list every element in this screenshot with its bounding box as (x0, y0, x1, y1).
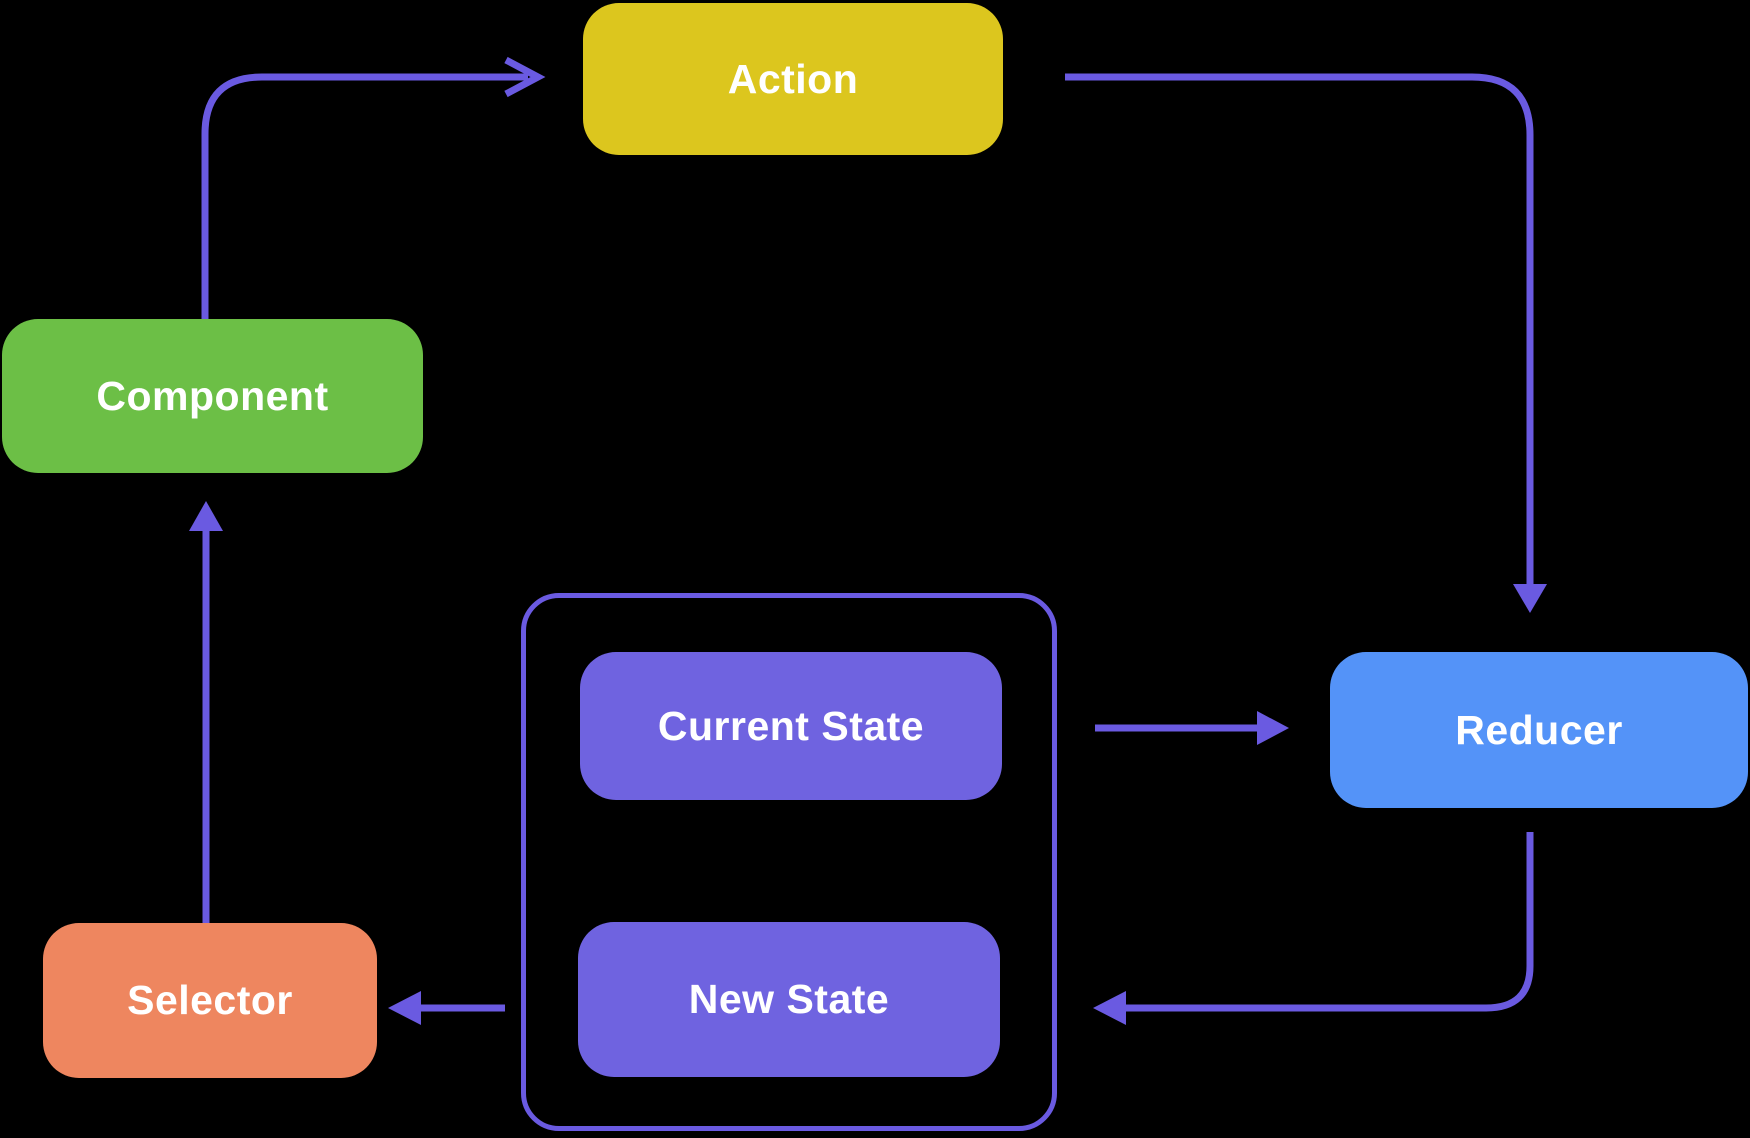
node-action-label: Action (727, 55, 859, 102)
arrow-new-state-to-selector (388, 991, 505, 1025)
store-container (521, 593, 1057, 1131)
arrow-reducer-to-new-state (1093, 832, 1534, 1025)
arrow-selector-to-component (189, 501, 223, 923)
arrow-current-state-to-reducer (1095, 711, 1289, 745)
arrow-component-to-action (201, 56, 546, 319)
node-reducer: Reducer (1330, 652, 1748, 808)
node-action: Action (583, 3, 1003, 155)
node-new-state: New State (578, 922, 1000, 1077)
node-selector-label: Selector (127, 977, 293, 1023)
node-component: Component (2, 319, 423, 473)
node-component-label: Component (96, 372, 329, 419)
node-selector: Selector (43, 923, 377, 1078)
node-reducer-label: Reducer (1455, 706, 1623, 753)
arrow-action-to-reducer (1065, 73, 1547, 613)
node-current-state-label: Current State (657, 702, 925, 749)
node-current-state: Current State (580, 652, 1002, 800)
node-new-state-label: New State (688, 976, 890, 1022)
